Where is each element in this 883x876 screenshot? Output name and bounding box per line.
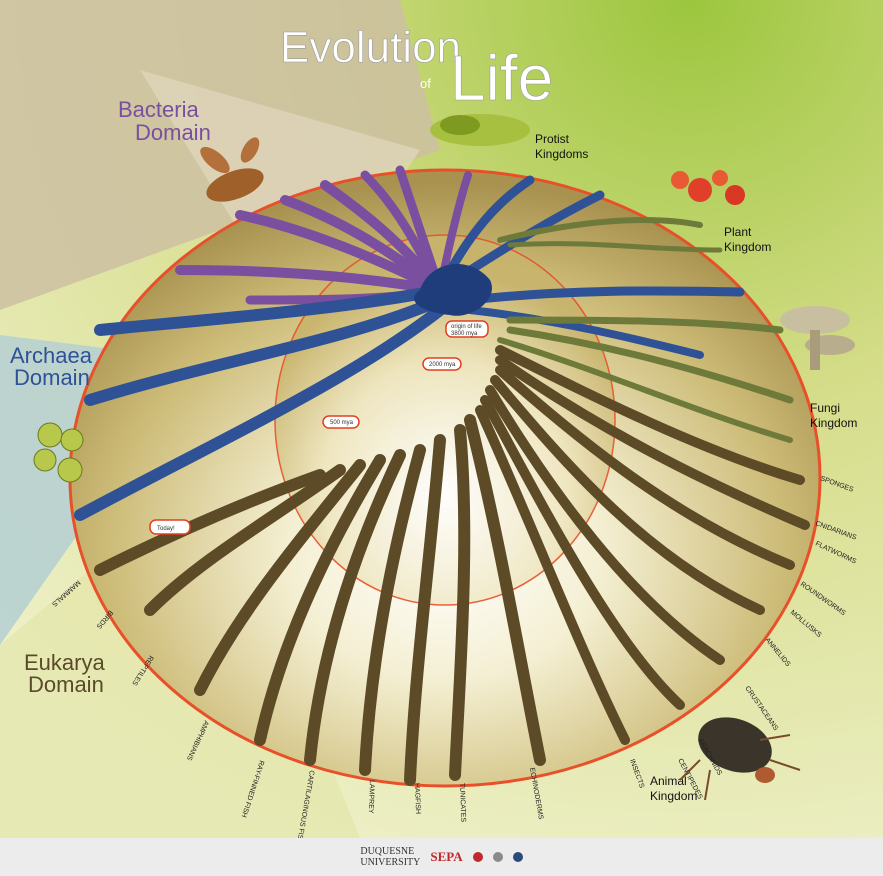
sepa-logo: SEPA [430,849,462,865]
svg-text:Today!: Today! [157,526,175,532]
origin-mya: 3800 mya [451,331,478,337]
plant-label-1: Plant [724,225,752,239]
fungi-label-2: Kingdom [810,416,857,430]
archaea-label-2: Domain [14,365,90,390]
eukarya-label-2: Domain [28,672,104,697]
plant-label-2: Kingdom [724,240,771,254]
svg-text:500 mya: 500 mya [330,420,354,426]
protist-label-1: Protist [535,132,570,146]
animal-label-1: Animal [650,774,687,788]
animal-label-2: Kingdom [650,789,697,803]
animal-group-label: LAMPREY [367,780,375,814]
bacteria-label-1: Bacteria [118,97,199,122]
bacteria-label-2: Domain [135,120,211,145]
svg-text:2000 mya: 2000 mya [429,362,456,368]
partner-logo-1 [473,852,483,862]
animal-group-label: TUNICATES [458,783,466,823]
partner-logo-2 [493,852,503,862]
title-life: Life [450,42,553,114]
origin-text: origin of life [451,324,482,330]
footer-logos: DUQUESNE UNIVERSITY SEPA [0,838,883,876]
fungi-label-1: Fungi [810,401,840,415]
title-evolution: Evolution [280,23,461,72]
animal-group-label: HAGFISH [413,783,421,814]
origin-marker: origin of life 3800 mya [446,321,488,337]
partner-logo-3 [513,852,523,862]
poster-artwork: Evolution of Life Bacteria Domain Archae… [0,0,883,838]
duquesne-logo: DUQUESNE UNIVERSITY [360,846,420,868]
title-of: of [420,76,431,91]
protist-label-2: Kingdoms [535,147,588,161]
protist-illustration [430,114,530,146]
marker-500: 500 mya [323,416,359,428]
marker-2000: 2000 mya [423,358,461,370]
marker-today: Today! [150,520,190,534]
